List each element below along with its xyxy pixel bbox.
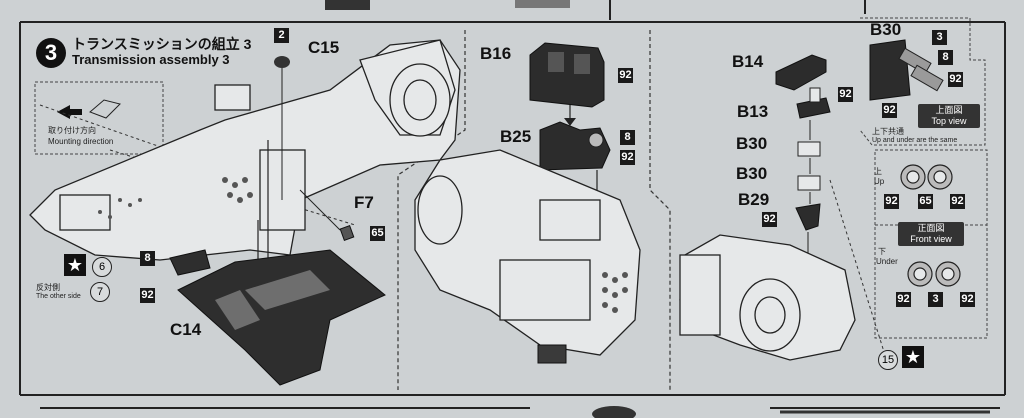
up-en: Up bbox=[874, 177, 885, 186]
part-label-b16: B16 bbox=[480, 44, 512, 63]
front-view-en: Front view bbox=[910, 234, 952, 244]
paint-under-a: 92 bbox=[896, 292, 911, 307]
paint-inset-a: 3 bbox=[932, 30, 947, 45]
star-icon: ★ bbox=[64, 254, 86, 276]
paint-b25-a: 8 bbox=[620, 130, 635, 145]
same-en: Up and under are the same bbox=[872, 137, 958, 144]
paint-b14: 92 bbox=[838, 87, 853, 102]
paint-up-c: 92 bbox=[950, 194, 965, 209]
under-jp: 下 bbox=[878, 247, 886, 256]
paint-under-c: 92 bbox=[960, 292, 975, 307]
front-view-jp: 正面図 bbox=[917, 223, 945, 233]
other-side-en: The other side bbox=[36, 293, 81, 300]
part-label-b14: B14 bbox=[732, 52, 764, 71]
part-label-c15: C15 bbox=[308, 38, 340, 57]
top-view-tag: 上面図 Top view bbox=[918, 104, 980, 128]
top-view-en: Top view bbox=[931, 116, 967, 126]
paint-b16: 92 bbox=[618, 68, 633, 83]
part-label-b13: B13 bbox=[737, 102, 769, 121]
part-label-f7: F7 bbox=[354, 193, 374, 212]
paint-c14-a: 8 bbox=[140, 251, 155, 266]
step-number-badge: 3 bbox=[36, 38, 66, 68]
mounting-direction-en: Mounting direction bbox=[48, 137, 114, 146]
up-jp: 上 bbox=[874, 167, 882, 176]
part-label-b29: B29 bbox=[738, 190, 770, 209]
other-side-jp: 反対側 bbox=[36, 283, 60, 292]
paint-b25-b: 92 bbox=[620, 150, 635, 165]
mounting-direction-jp: 取り付け方向 bbox=[48, 126, 96, 135]
ref-circle-right: 15 bbox=[878, 350, 898, 370]
same-jp: 上下共通 bbox=[872, 127, 904, 136]
paint-c15: 2 bbox=[274, 28, 289, 43]
paint-b29: 92 bbox=[762, 212, 777, 227]
step-title-jp: トランスミッションの組立 3 bbox=[72, 36, 252, 52]
paint-inset-d: 92 bbox=[882, 103, 897, 118]
ref-circle-left: 6 bbox=[92, 257, 112, 277]
paint-under-b: 3 bbox=[928, 292, 943, 307]
top-view-jp: 上面図 bbox=[935, 105, 963, 115]
part-label-c14: C14 bbox=[170, 320, 202, 339]
part-label-b25: B25 bbox=[500, 127, 532, 146]
part-label-b30-inset: B30 bbox=[870, 20, 902, 39]
paint-c14-b: 92 bbox=[140, 288, 155, 303]
star-icon-right: ★ bbox=[902, 346, 924, 368]
step-title-en: Transmission assembly 3 bbox=[72, 52, 230, 67]
paint-f7: 65 bbox=[370, 226, 385, 241]
under-en: Under bbox=[876, 257, 898, 266]
front-view-tag: 正面図 Front view bbox=[898, 222, 964, 246]
paint-inset-c: 92 bbox=[948, 72, 963, 87]
paint-up-b: 65 bbox=[918, 194, 933, 209]
other-side-ref: 7 bbox=[90, 282, 110, 302]
paint-up-a: 92 bbox=[884, 194, 899, 209]
part-label-b30-a: B30 bbox=[736, 134, 768, 153]
part-label-b30-b: B30 bbox=[736, 164, 768, 183]
paint-inset-b: 8 bbox=[938, 50, 953, 65]
